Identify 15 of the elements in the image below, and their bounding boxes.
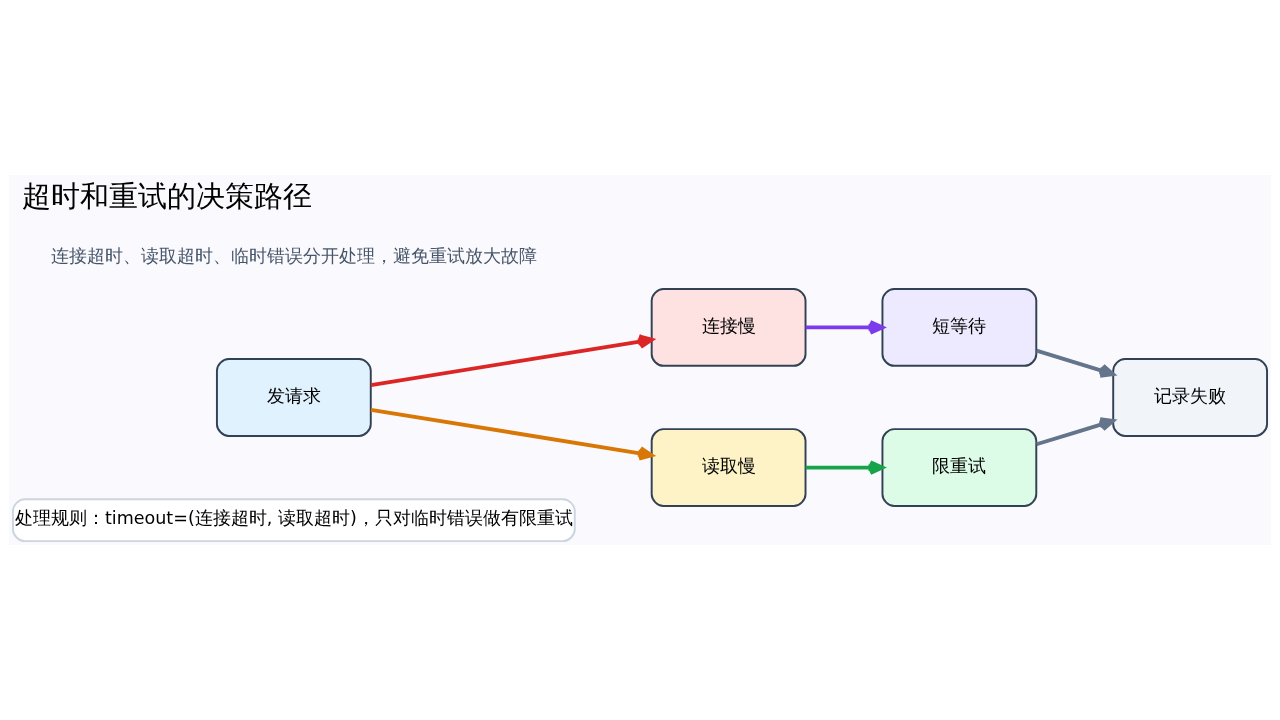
arrow [370,334,654,388]
node-box: 读取慢 [650,428,807,508]
arrow [805,320,885,335]
label: 连接超时、读取超时、临时错误分开处理，避免重试放大故障 [50,245,537,266]
node-box: 处理规则：timeout=(连接超时, 读取超时)，只对临时错误做有限重试 [11,498,576,543]
node-box: 发请求 [215,358,372,437]
node-box: 短等待 [881,287,1038,367]
node-box: 记录失败 [1112,358,1269,437]
arrow [805,460,885,475]
arrow [370,407,654,461]
node-box: 连接慢 [650,287,807,367]
diagram-title: 超时和重试的决策路径 [22,179,313,214]
arrow [1035,348,1115,378]
arrow [1035,417,1115,447]
node-box: 限重试 [881,428,1038,508]
